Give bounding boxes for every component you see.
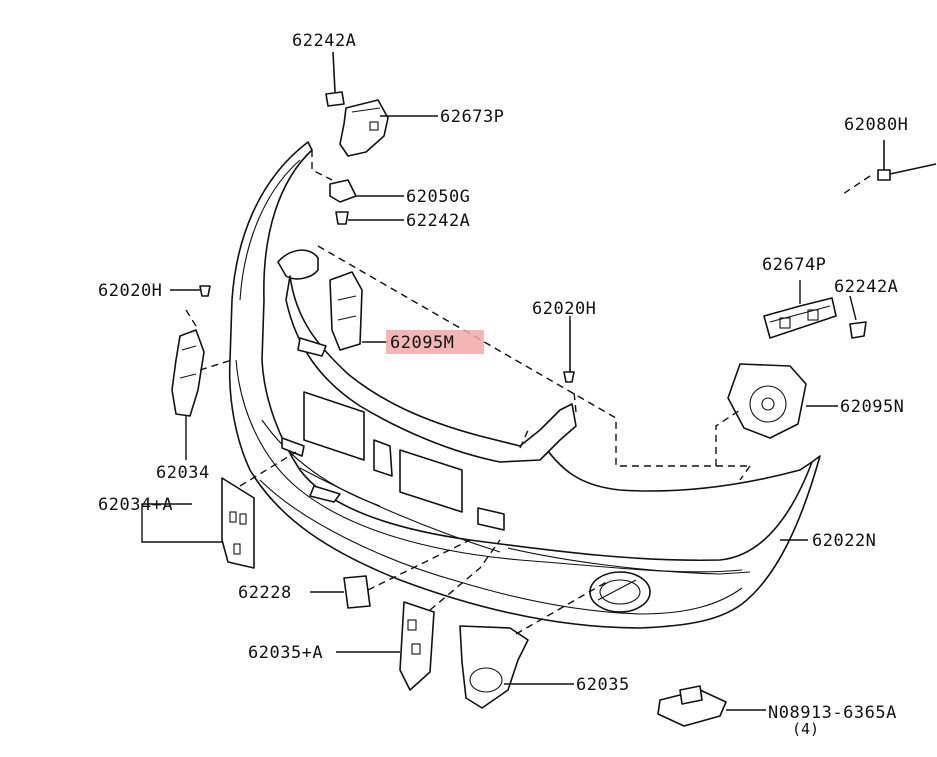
label-62034: 62034 xyxy=(156,463,210,483)
label-08913: N08913-6365A xyxy=(768,703,897,723)
clip-62020H-left xyxy=(199,285,211,297)
clip-62020H-center xyxy=(563,320,575,383)
retainer-62095N xyxy=(727,363,807,439)
label-62020H-center: 62020H xyxy=(532,299,596,319)
bolt-62242A-top xyxy=(325,51,345,107)
label-62673P: 62673P xyxy=(440,107,504,127)
label-62050G: 62050G xyxy=(406,187,470,207)
label-62242A-top: 62242A xyxy=(292,31,356,51)
clip-nut-08913 xyxy=(657,685,727,727)
label-62022N: 62022N xyxy=(812,531,876,551)
bracket-62673P xyxy=(339,99,389,157)
bolt-62080H xyxy=(877,140,937,181)
label-62035: 62035 xyxy=(576,675,630,695)
side-bracket-62034 xyxy=(171,329,205,417)
bumper-fascia xyxy=(228,141,821,629)
leader-lines xyxy=(141,115,857,711)
label-62034A: 62034+A xyxy=(98,495,173,515)
label-62020H-left: 62020H xyxy=(98,281,162,301)
label-62242A-mid: 62242A xyxy=(406,211,470,231)
label-62095N: 62095N xyxy=(840,397,904,417)
label-62242A-right: 62242A xyxy=(834,277,898,297)
label-08913-qty: (4) xyxy=(792,720,819,738)
upper-retainer-62095M xyxy=(277,249,577,463)
reinforcement-62034A xyxy=(221,477,255,569)
screw-62242A-mid xyxy=(335,211,349,225)
label-62080H: 62080H xyxy=(844,115,908,135)
label-62228: 62228 xyxy=(238,583,292,603)
label-62095M: 62095M xyxy=(390,333,454,353)
cap-62228 xyxy=(343,575,371,609)
screw-62242A-right xyxy=(849,321,867,339)
clip-62050G xyxy=(329,179,357,203)
foglamp-bracket-62035 xyxy=(459,625,529,709)
label-62035A: 62035+A xyxy=(248,643,323,663)
lower-bracket-62035A xyxy=(399,601,435,691)
part-labels: 62242A 62673P 62050G 62242A 62080H 62674… xyxy=(98,31,908,738)
highlight-62095M xyxy=(386,330,484,354)
bracket-62674P xyxy=(763,297,837,339)
label-62674P: 62674P xyxy=(762,255,826,275)
